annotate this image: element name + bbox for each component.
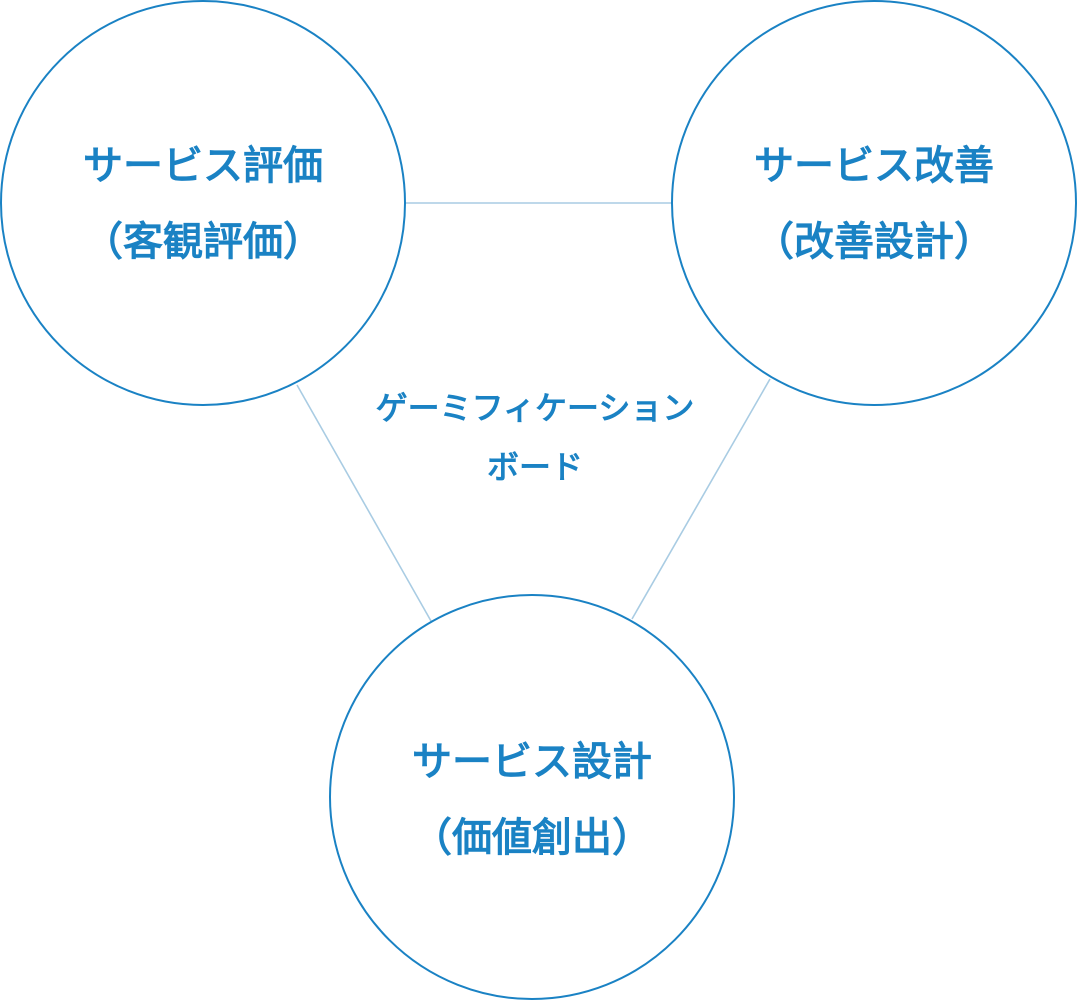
node-evaluation-subtitle: （客観評価） — [83, 219, 323, 265]
node-design-title: サービス設計 — [412, 739, 652, 785]
center-label: ゲーミフィケーション ボード — [376, 389, 695, 486]
center-label-line2: ボード — [487, 448, 583, 486]
node-service-design: サービス設計 （価値創出） — [329, 594, 735, 1000]
node-evaluation-circle — [0, 0, 406, 406]
node-service-improvement: サービス改善 （改善設計） — [671, 0, 1077, 406]
node-evaluation-title: サービス評価 — [83, 143, 323, 189]
connector-improvement-design — [631, 378, 771, 620]
node-design-subtitle: （価値創出） — [412, 815, 652, 861]
center-label-line1: ゲーミフィケーション — [376, 389, 695, 427]
node-improvement-circle — [671, 0, 1077, 406]
node-improvement-subtitle: （改善設計） — [754, 219, 994, 265]
node-design-circle — [329, 594, 735, 1000]
node-service-evaluation: サービス評価 （客観評価） — [0, 0, 406, 406]
connector-evaluation-design — [296, 384, 432, 622]
node-improvement-title: サービス改善 — [754, 143, 994, 189]
